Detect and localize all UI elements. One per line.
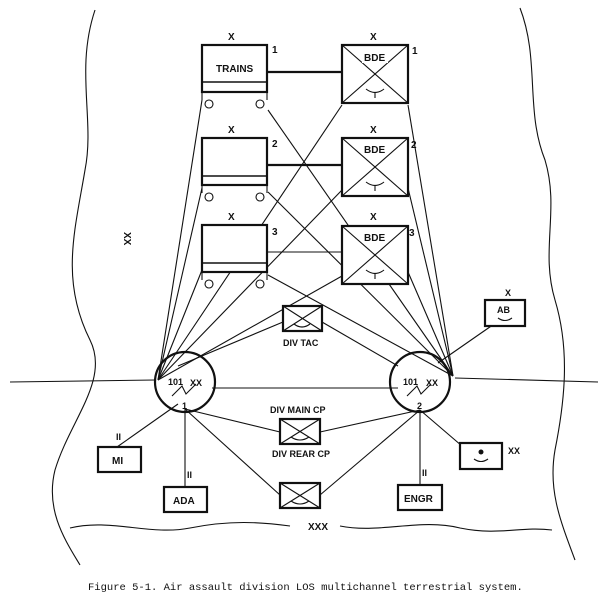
engr-echelon: II [422,468,427,478]
bde-unit-1: BDE X 1 [340,32,418,105]
trains-1-label: TRAINS [216,64,254,75]
corps-boundary-line [9,379,156,383]
node-101-right: 101 XX 2 [388,350,452,414]
mi-echelon: II [116,432,121,442]
trains-2-echelon: X [228,125,235,136]
mi-unit: II MI [96,432,143,474]
ada-echelon: II [187,470,192,480]
ab-unit: X AB [483,288,527,328]
node-right-echelon: XX [426,378,438,388]
figure-caption: Figure 5-1. Air assault division LOS mul… [88,582,523,594]
trains-unit-1: X 1 TRAINS [200,32,278,109]
trains-unit-2: X 2 [200,125,278,202]
bde-3-label: BDE [364,233,385,244]
bottom-boundary-label: XXX [308,522,328,533]
ada-unit: II ADA [162,470,209,514]
bde-1-echelon: X [370,32,377,43]
bottom-boundary-curve [69,521,553,532]
trains-3-echelon: X [228,212,235,223]
left-boundary-label: XX [121,232,132,246]
div-main-label: DIV MAIN CP [270,405,326,415]
bde-1-number: 1 [412,46,418,57]
bde-3-number: 3 [409,228,415,239]
mi-label: MI [112,456,123,467]
bottom-cp-node [278,481,322,510]
left-boundary-curve [51,9,96,566]
div-tac-node: DIV TAC [281,304,324,348]
div-rear-label: DIV REAR CP [272,449,330,459]
node-right-number: 2 [417,401,422,411]
div-tac-label: DIV TAC [283,338,319,348]
dot-icon [478,449,484,455]
node-101-left: 101 XX 1 [153,350,217,414]
node-left-label: 101 [168,377,183,387]
ab-echelon: X [505,288,511,298]
xx-dot-unit: XX [458,441,520,471]
bde-1-label: BDE [364,53,385,64]
bde-2-echelon: X [370,125,377,136]
trains-1-number: 1 [272,45,278,56]
ada-label: ADA [173,496,195,507]
trains-2-number: 2 [272,139,278,150]
bde-2-label: BDE [364,145,385,156]
right-boundary-curve [519,7,576,561]
corps-boundary-line-right [454,377,599,383]
node-left-echelon: XX [190,378,202,388]
trains-1-echelon: X [228,32,235,43]
bde-3-echelon: X [370,212,377,223]
engr-label: ENGR [404,494,434,505]
bde-unit-3: BDE X 3 [340,212,415,286]
div-main-rear-node: DIV MAIN CP DIV REAR CP [270,405,330,459]
trains-unit-3: X 3 [200,212,278,289]
bde-unit-2: BDE X 2 [340,125,417,198]
trains-3-number: 3 [272,227,278,238]
ab-label: AB [497,305,510,315]
node-right-label: 101 [403,377,418,387]
bde-2-number: 2 [411,140,417,151]
engr-unit: II ENGR [396,468,444,512]
xx-unit-echelon: XX [508,446,520,456]
node-left-number: 1 [182,401,187,411]
